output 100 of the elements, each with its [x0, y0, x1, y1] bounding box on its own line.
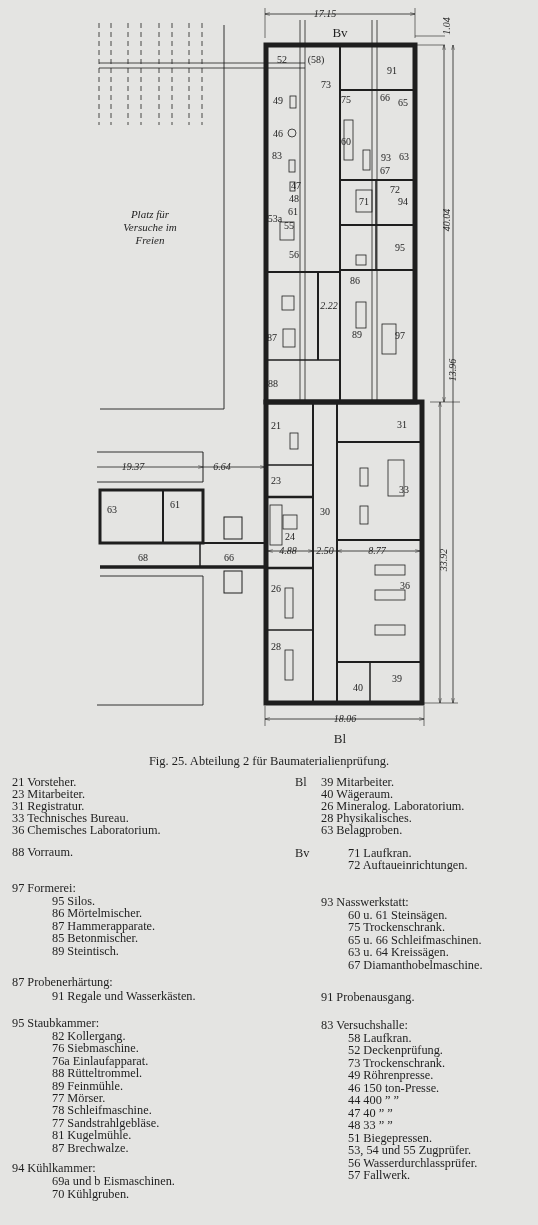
room-number: 66 [224, 553, 234, 563]
key-entry: 97 Formerei: [12, 882, 76, 895]
key-entry: 65 u. 66 Schleifmaschinen. [348, 934, 482, 947]
room-number: 61 [170, 500, 180, 510]
dimension-label: 2.22 [320, 301, 338, 311]
key-entry: 63 u. 64 Kreissägen. [348, 946, 449, 959]
key-entry: 72 Auftaueinrichtungen. [348, 859, 468, 872]
key-entry: 33 Technisches Bureau. [12, 812, 129, 825]
key-entry: 47 40 ” ” [348, 1107, 393, 1120]
dimension-label: 19.37 [121, 462, 145, 472]
key-entry: 48 33 ” ” [348, 1119, 393, 1132]
key-entry: 78 Schleifmaschine. [52, 1104, 152, 1117]
dimension-label: 40.04 [442, 208, 452, 232]
key-entry: 21 Vorsteher. [12, 776, 77, 789]
key-entry: 86 Mörtelmischer. [52, 907, 143, 920]
room-number: 33 [399, 485, 409, 495]
room-number: 55 [284, 221, 294, 231]
dimension-label: 13.96 [448, 358, 458, 382]
key-entry: 91 Probenausgang. [321, 991, 415, 1004]
key-entry: 89 Feinmühle. [52, 1080, 124, 1093]
room-number: 46 [273, 129, 283, 139]
dimension-label: 4.88 [279, 546, 297, 556]
key-entry: 76a Einlaufapparat. [52, 1055, 149, 1068]
key-entry: 89 Steintisch. [52, 945, 119, 958]
key-entry: 39 Mitarbeiter. [321, 776, 395, 789]
room-number: 26 [271, 584, 281, 594]
key-entry: 95 Silos. [52, 895, 96, 908]
key-entry: 23 Mitarbeiter. [12, 788, 86, 801]
room-number: 91 [387, 66, 397, 76]
room-number: 52 [277, 55, 287, 65]
key-entry: 81 Kugelmühle. [52, 1129, 132, 1142]
key-entry: 28 Physikalisches. [321, 812, 412, 825]
room-number: (58) [307, 55, 325, 65]
room-number: 48 [289, 194, 299, 204]
key-entry: 70 Kühlgruben. [52, 1188, 130, 1201]
key-entry: 53, 54 und 55 Zugprüfer. [348, 1144, 471, 1157]
building-label: Bv [332, 25, 348, 39]
dimension-label: 2.50 [316, 546, 334, 556]
room-number: 23 [271, 476, 281, 486]
key-entry: 44 400 ” ” [348, 1094, 399, 1107]
room-number: 67 [380, 166, 390, 176]
key-entry: 77 Mörser. [52, 1092, 106, 1105]
key-entry: 82 Kollergang. [52, 1030, 126, 1043]
room-number: 31 [397, 420, 407, 430]
key-entry: 57 Fallwerk. [348, 1169, 411, 1182]
room-number: 72 [390, 185, 400, 195]
key-entry: 36 Chemisches Laboratorium. [12, 824, 161, 837]
key-entry: 67 Diamanthobelmaschine. [348, 959, 483, 972]
room-number: 56 [289, 250, 299, 260]
room-number: 71 [359, 197, 369, 207]
figure-caption: Fig. 25. Abteilung 2 für Baumaterialienprüfung. [147, 754, 391, 769]
room-number: 24 [285, 532, 295, 542]
room-number: 68 [138, 553, 148, 563]
room-number: 65 [398, 98, 408, 108]
room-number: 89 [352, 330, 362, 340]
room-number: 53a [267, 214, 283, 224]
area-label: Platz für Versuche im Freien [122, 208, 178, 248]
key-entry: 77 Sandstrahlgebläse. [52, 1117, 160, 1130]
room-number: 63 [399, 152, 409, 162]
room-number: 86 [350, 276, 360, 286]
key-entry: 56 Wasserdurchlassprüfer. [348, 1157, 478, 1170]
key-entry: 49 Röhrenpresse. [348, 1069, 434, 1082]
dimension-label: 17.15 [313, 9, 337, 19]
key-entry: 88 Rütteltrommel. [52, 1067, 143, 1080]
dimension-label: 1.04 [442, 17, 452, 35]
dimension-label: 8.77 [368, 546, 386, 556]
room-number: 63 [107, 505, 117, 515]
key-entry: 46 150 ton-Presse. [348, 1082, 440, 1095]
key-entry: 87 Brechwalze. [52, 1142, 129, 1155]
key-entry: Bv [295, 847, 310, 860]
room-number: 40 [353, 683, 363, 693]
room-number: 75 [341, 95, 351, 105]
key-entry: 69a und b Eismaschinen. [52, 1175, 175, 1188]
room-number: 97 [395, 331, 405, 341]
key-entry: 85 Betonmischer. [52, 932, 139, 945]
dimension-label: 6.64 [213, 462, 231, 472]
room-number: 47 [291, 181, 301, 191]
key-entry: 76 Siebmaschine. [52, 1042, 139, 1055]
key-entry: 91 Regale und Wasserkästen. [52, 990, 196, 1003]
room-number: 28 [271, 642, 281, 652]
key-entry: Bl [295, 776, 307, 789]
room-number: 49 [273, 96, 283, 106]
key-entry: 71 Laufkran. [348, 847, 412, 860]
key-entry: 95 Staubkammer: [12, 1017, 100, 1030]
key-entry: 87 Hammerapparate. [52, 920, 156, 933]
key-entry: 51 Biegepressen. [348, 1132, 432, 1145]
key-entry: 40 Wägeraum. [321, 788, 394, 801]
room-number: 30 [320, 507, 330, 517]
room-number: 73 [321, 80, 331, 90]
room-number: 39 [392, 674, 402, 684]
room-number: 93 [381, 153, 391, 163]
room-number: 60 [341, 137, 351, 147]
room-number: 95 [395, 243, 405, 253]
key-entry: 26 Mineralog. Laboratorium. [321, 800, 465, 813]
room-number: 61 [288, 207, 298, 217]
key-entry: 31 Registratur. [12, 800, 85, 813]
key-entry: 58 Laufkran. [348, 1032, 412, 1045]
key-entry: 73 Trockenschrank. [348, 1057, 445, 1070]
room-number: 66 [380, 93, 390, 103]
key-entry: 52 Deckenprüfung. [348, 1044, 443, 1057]
